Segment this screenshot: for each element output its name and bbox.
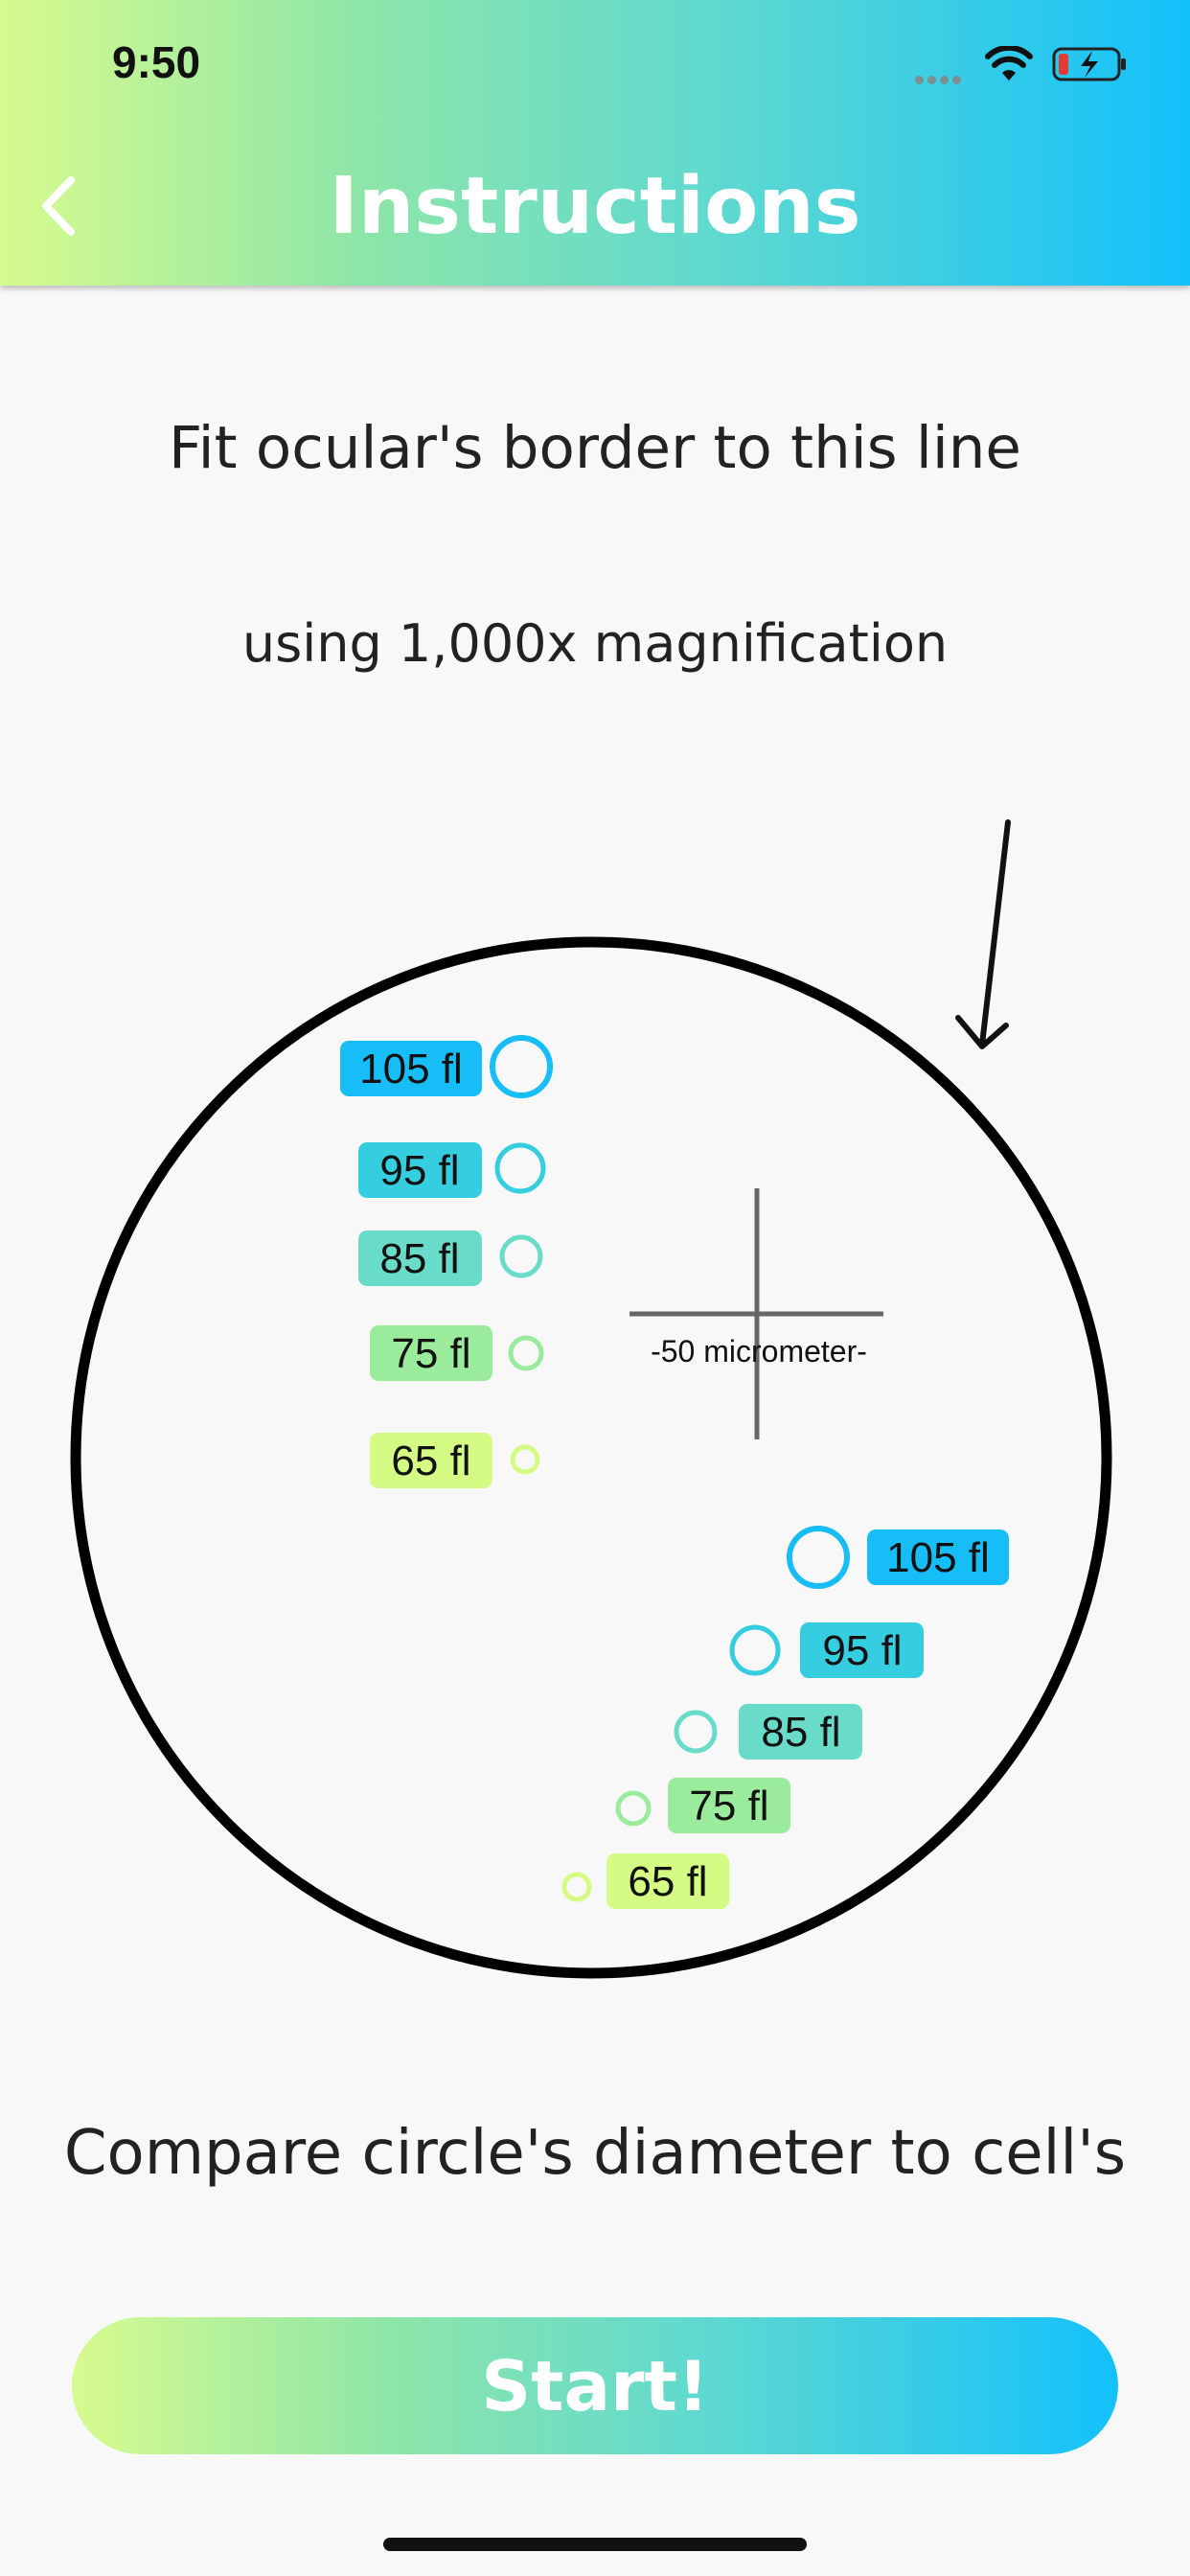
instruction-compare: Compare circle's diameter to cell's	[63, 2118, 1127, 2189]
size-reference-left: 105 fl 95 fl 85 fl 75 fl 65 fl	[340, 1035, 553, 1488]
size-badge	[606, 1853, 729, 1909]
size-label: 85 fl	[761, 1709, 840, 1756]
size-item-105-right: 105 fl	[787, 1526, 1009, 1589]
size-label: 105 fl	[359, 1046, 463, 1092]
size-label: 65 fl	[628, 1858, 707, 1905]
size-circle	[508, 1335, 544, 1371]
size-label: 75 fl	[689, 1782, 768, 1829]
battery-charging-icon	[1052, 47, 1126, 81]
size-reference-right: 105 fl 95 fl 85 fl 75 fl 65 fl	[561, 1526, 1009, 1909]
size-item-65-right: 65 fl	[561, 1853, 729, 1909]
home-indicator[interactable]	[383, 2538, 807, 2551]
size-circle	[674, 1710, 718, 1754]
size-badge	[800, 1622, 924, 1678]
size-badge	[358, 1230, 482, 1286]
size-badge	[668, 1778, 790, 1833]
size-badge	[867, 1530, 1009, 1585]
app-header: 9:50 Instructions	[0, 0, 1190, 286]
size-label: 85 fl	[379, 1235, 459, 1282]
size-badge	[370, 1433, 492, 1488]
size-circle	[490, 1035, 553, 1098]
instruction-magnification: using 1,000x magnification	[241, 613, 949, 674]
crosshair	[629, 1188, 883, 1439]
size-circle	[494, 1142, 546, 1194]
size-item-105-left: 105 fl	[340, 1035, 553, 1098]
size-item-75-right: 75 fl	[615, 1778, 790, 1833]
size-badge	[370, 1325, 492, 1381]
size-item-75-left: 75 fl	[370, 1325, 544, 1381]
size-circle	[729, 1624, 781, 1676]
size-badge	[358, 1142, 482, 1198]
cellular-signal-icon	[915, 70, 969, 84]
size-label: 95 fl	[379, 1147, 459, 1194]
size-item-85-left: 85 fl	[358, 1230, 543, 1286]
size-circle	[561, 1872, 592, 1902]
size-item-65-left: 65 fl	[370, 1433, 540, 1488]
scale-label: -50 micrometer-	[651, 1334, 867, 1368]
size-circle	[615, 1790, 652, 1827]
start-button[interactable]: Start!	[72, 2317, 1118, 2454]
size-item-95-right: 95 fl	[729, 1622, 924, 1678]
size-circle	[499, 1234, 543, 1278]
size-label: 65 fl	[391, 1438, 470, 1484]
arrow-icon	[955, 819, 1011, 1049]
size-item-95-left: 95 fl	[358, 1142, 546, 1198]
instruction-fit-border: Fit ocular's border to this line	[169, 414, 1021, 482]
ocular-circle	[70, 936, 1112, 1979]
size-circle	[787, 1526, 850, 1589]
size-circle	[510, 1444, 540, 1475]
size-label: 95 fl	[822, 1627, 902, 1674]
size-label: 105 fl	[886, 1534, 990, 1581]
back-chevron-icon[interactable]	[36, 172, 84, 240]
wifi-icon	[985, 46, 1033, 80]
size-item-85-right: 85 fl	[674, 1704, 862, 1760]
size-badge	[739, 1704, 862, 1760]
page-title: Instructions	[329, 161, 861, 252]
size-label: 75 fl	[391, 1330, 470, 1377]
status-time: 9:50	[112, 37, 201, 87]
size-badge	[340, 1041, 482, 1096]
ocular-diagram: -50 micrometer- 105 fl 95 fl 85 fl 75 fl…	[70, 819, 1112, 1979]
